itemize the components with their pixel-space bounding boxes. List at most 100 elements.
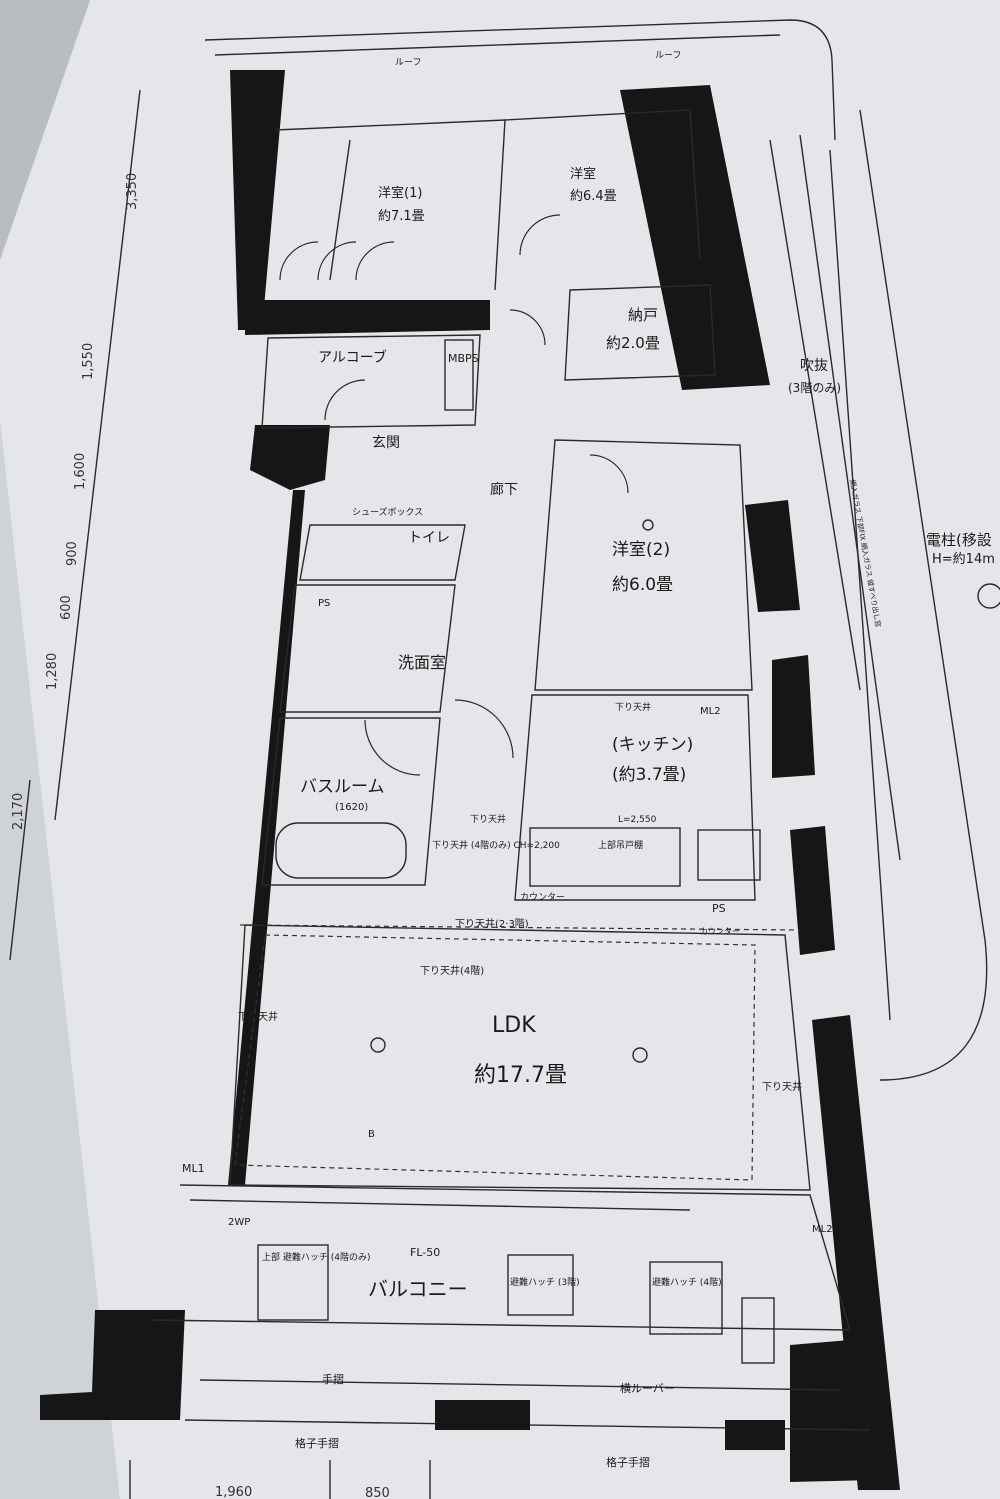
- balcony-front-rail: [199, 1379, 841, 1391]
- stove: [697, 829, 761, 881]
- storage-outline: [564, 284, 716, 381]
- ldk-name: LDK: [492, 1013, 536, 1038]
- void-line-2: [799, 134, 901, 861]
- pole-height: H=約14m: [932, 552, 995, 567]
- rail-post-1: [435, 1400, 530, 1430]
- ps-kitchen: PS: [712, 902, 726, 915]
- upper-cabinet: 上部吊戸棚: [598, 839, 643, 851]
- ch-note: 下り天井 (4階のみ) CH=2,200: [432, 839, 560, 851]
- wall-right-2: [772, 655, 815, 778]
- ldk-size: 約17.7畳: [474, 1063, 567, 1088]
- hatch-mid-box: [507, 1254, 574, 1316]
- bathroom-outline: [261, 717, 441, 886]
- ceiling-light-1: [370, 1037, 386, 1053]
- door-arc-6: [324, 379, 366, 421]
- western-upper-name: 洋室: [570, 166, 596, 182]
- hatch-left: 上部 避難ハッチ (4階のみ): [262, 1251, 370, 1263]
- ps-washroom: PS: [318, 598, 330, 609]
- void-line-1: [769, 139, 861, 691]
- shoebox-name: シューズボックス: [352, 506, 423, 518]
- ml2-kitchen: ML2: [700, 706, 721, 717]
- wall-entrance-left: [250, 425, 330, 490]
- dim-left-4: 600: [59, 595, 74, 620]
- door-arc-1: [279, 241, 319, 281]
- wall-top-right: [620, 85, 770, 390]
- roof-line-2: [214, 34, 781, 56]
- western1-size: 約7.1畳: [378, 209, 425, 224]
- door-arc-3: [355, 241, 395, 281]
- bathroom-size: (1620): [335, 802, 368, 813]
- hatch-right-box: [649, 1261, 723, 1335]
- western2-outline: [534, 439, 753, 691]
- dim-left-1: 1,550: [81, 343, 96, 380]
- void-line-3: [829, 149, 891, 1021]
- dim-left-6: 2,170: [11, 793, 26, 830]
- ldk-dashed-ceiling: [234, 934, 756, 1181]
- pole-label: 電柱(移設: [926, 531, 992, 549]
- pillar-bottom-left: [40, 1310, 185, 1420]
- wall-right-4: [812, 1015, 900, 1490]
- section-b: B: [368, 1129, 375, 1140]
- dim-left-top: 3,350: [125, 173, 140, 210]
- bathtub: [275, 822, 407, 879]
- void-label: 吹抜: [800, 358, 828, 374]
- wall-top-left: [230, 70, 285, 330]
- dim-line-left: [54, 89, 141, 821]
- hatch-right: 避難ハッチ (4階): [652, 1276, 722, 1288]
- mbps-box: [444, 339, 474, 411]
- dim-bottom-2: 850: [365, 1486, 390, 1499]
- void-note: (3階のみ): [788, 380, 841, 395]
- ceiling-right: 下り天井: [762, 1080, 802, 1093]
- toilet-outline: [299, 524, 466, 581]
- door-arc-8: [364, 719, 421, 776]
- door-arc-5: [509, 309, 546, 346]
- door-arc-9: [454, 699, 514, 759]
- dim-left-3: 900: [65, 541, 80, 566]
- washroom-name: 洗面室: [398, 653, 446, 672]
- western2-size: 約6.0畳: [612, 575, 673, 595]
- kitchen-name: (キッチン): [612, 735, 693, 755]
- ceiling-line-23: [239, 924, 801, 931]
- toilet-name: トイレ: [408, 530, 450, 546]
- rail-bottom-right: 格子手摺: [606, 1455, 650, 1469]
- kitchen-outline: [514, 694, 756, 901]
- louver-label: 横ルーバー: [620, 1381, 675, 1395]
- ceiling-light-2: [632, 1047, 648, 1063]
- kitchen-length: L=2,550: [618, 815, 657, 825]
- closet-divider: [329, 139, 351, 281]
- western1-name: 洋室(1): [378, 185, 422, 201]
- rail-label: 手摺: [322, 1372, 344, 1386]
- hatch-left-box: [257, 1244, 329, 1321]
- western2-name: 洋室(2): [612, 540, 670, 560]
- entrance-name: 玄関: [372, 434, 400, 451]
- door-arc-4: [519, 214, 561, 256]
- roof-outline: [204, 19, 836, 141]
- ceiling-kitchen: 下り天井: [615, 701, 651, 713]
- ceiling-kitchen-2: 下り天井: [470, 813, 506, 825]
- storage-name: 納戸: [628, 306, 658, 324]
- door-arc-2: [317, 241, 357, 281]
- kitchen-counter: [529, 827, 681, 887]
- storage-size: 約2.0畳: [606, 334, 660, 352]
- wall-western-upper: [504, 109, 701, 261]
- ceiling-23: 下り天井(2·3階): [455, 917, 529, 930]
- page-shadow: [0, 0, 90, 260]
- ldk-outline: [229, 924, 811, 1191]
- balcony-rail-line: [189, 1199, 691, 1211]
- rail-post-2: [725, 1420, 785, 1450]
- pillar-bottom-right: [790, 1340, 875, 1482]
- alcove-outline: [261, 334, 481, 429]
- dim-left-2: 1,600: [73, 453, 88, 490]
- balcony-floor: FL-50: [410, 1246, 440, 1259]
- ml2-balcony: ML2: [812, 1224, 833, 1235]
- pole-symbol: [977, 583, 1000, 609]
- dim-line-left-2: [9, 779, 31, 961]
- washroom-outline: [279, 584, 456, 713]
- twp-label: 2WP: [228, 1217, 250, 1228]
- counter-label: カウンター: [520, 892, 565, 903]
- roof-right: ルーフ: [655, 51, 681, 61]
- balcony-inner-line: [149, 1184, 851, 1331]
- mbps-name: MBPS: [448, 352, 479, 365]
- curved-outline: [859, 109, 988, 1081]
- rail-bottom-left: 格子手摺: [295, 1436, 339, 1450]
